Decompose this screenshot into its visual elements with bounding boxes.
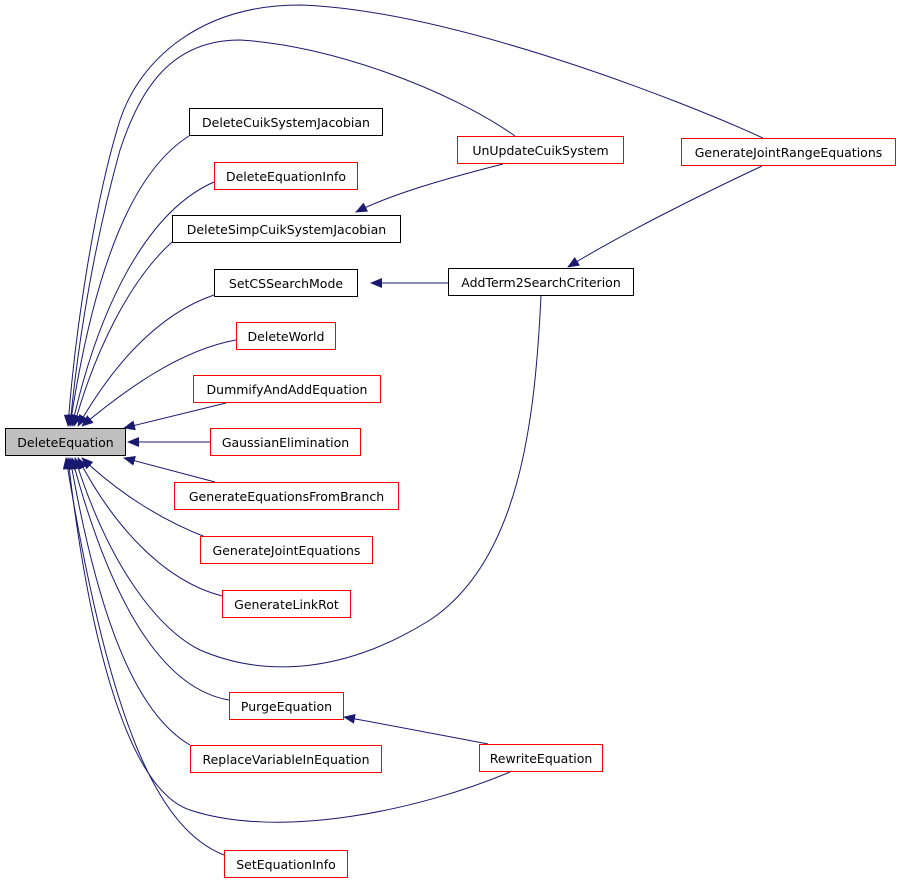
edge-uucs-to-root [66,39,516,427]
edge-daae-to-root [123,402,227,431]
edge-uucs-to-dscsj [355,163,504,213]
edge-scsm-to-root [77,294,215,427]
node-dummify-and-add-equation[interactable]: DummifyAndAddEquation [193,375,381,403]
edge-gefb-to-root [123,455,216,483]
edge-dcsj-to-root [66,135,190,427]
node-add-term2-search-criterion[interactable]: AddTerm2SearchCriterion [448,268,634,296]
node-replace-variable-in-equation[interactable]: ReplaceVariableInEquation [190,745,382,773]
node-delete-equation-info[interactable]: DeleteEquationInfo [214,162,358,190]
node-set-cs-search-mode[interactable]: SetCSSearchMode [214,269,358,297]
edge-gje-to-root [81,457,209,539]
node-set-equation-info[interactable]: SetEquationInfo [224,850,348,878]
node-gaussian-elimination[interactable]: GaussianElimination [210,428,361,456]
edge-dw-to-root [81,339,237,427]
node-rewrite-equation[interactable]: RewriteEquation [479,744,603,772]
node-generate-equations-from-branch[interactable]: GenerateEquationsFromBranch [174,482,399,510]
edge-at2sc-to-root [73,295,542,668]
node-un-update-cuik-system[interactable]: UnUpdateCuikSystem [457,136,624,164]
node-delete-simp-cuik-system-jacobian[interactable]: DeleteSimpCuikSystemJacobian [172,215,401,243]
node-delete-world[interactable]: DeleteWorld [236,322,336,350]
edge-gjre-to-root [63,4,764,427]
node-purge-equation[interactable]: PurgeEquation [229,692,344,720]
edge-dscsj-to-root [72,241,173,427]
node-delete-equation: DeleteEquation [5,428,126,456]
edge-pe-to-root [69,457,230,701]
edge-dei-to-root [69,181,215,427]
edge-glr-to-root [77,457,223,597]
node-generate-link-rot[interactable]: GenerateLinkRot [222,590,351,618]
edge-rvie-to-root [66,457,191,746]
edge-gjre-to-at2sc [567,165,763,268]
edge-sei-to-root [62,457,225,856]
edge-re-to-root [64,457,511,823]
edge-re-to-pe [343,713,489,745]
node-delete-cuik-system-jacobian[interactable]: DeleteCuikSystemJacobian [189,108,383,136]
node-generate-joint-equations[interactable]: GenerateJointEquations [200,536,373,564]
node-generate-joint-range-equations[interactable]: GenerateJointRangeEquations [681,138,896,166]
